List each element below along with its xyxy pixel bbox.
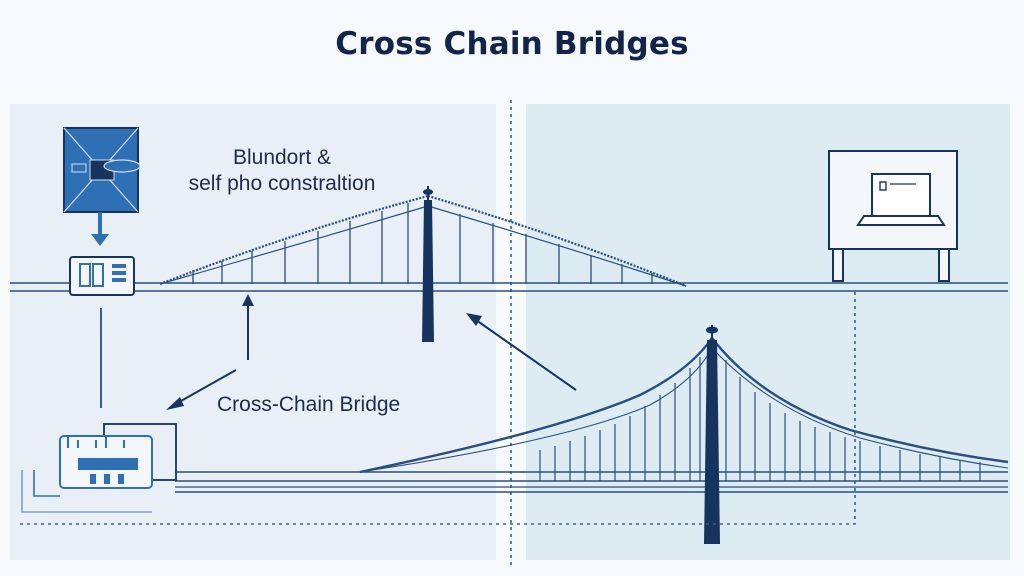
network-node-icon xyxy=(63,127,141,213)
upper-deck xyxy=(10,282,1008,292)
lower-deck xyxy=(175,471,1008,493)
label-top-line2: self pho constraltion xyxy=(188,172,376,195)
lower-tower xyxy=(704,325,720,544)
label-top: Blundort & self pho constraltion xyxy=(166,145,398,197)
dotted-connectors xyxy=(20,292,856,525)
lower-bridge xyxy=(359,337,1009,481)
device-icon xyxy=(69,256,135,296)
arrow-down-icon xyxy=(91,212,109,246)
label-cross-chain-bridge: Cross-Chain Bridge xyxy=(217,393,401,416)
server-icon xyxy=(21,423,177,513)
upper-bridge xyxy=(159,194,687,288)
arrows xyxy=(166,294,577,410)
upper-tower xyxy=(422,186,434,342)
laptop-billboard-icon xyxy=(828,150,958,282)
page-title: Cross Chain Bridges xyxy=(335,26,689,62)
label-top-line1: Blundort & xyxy=(232,146,332,169)
